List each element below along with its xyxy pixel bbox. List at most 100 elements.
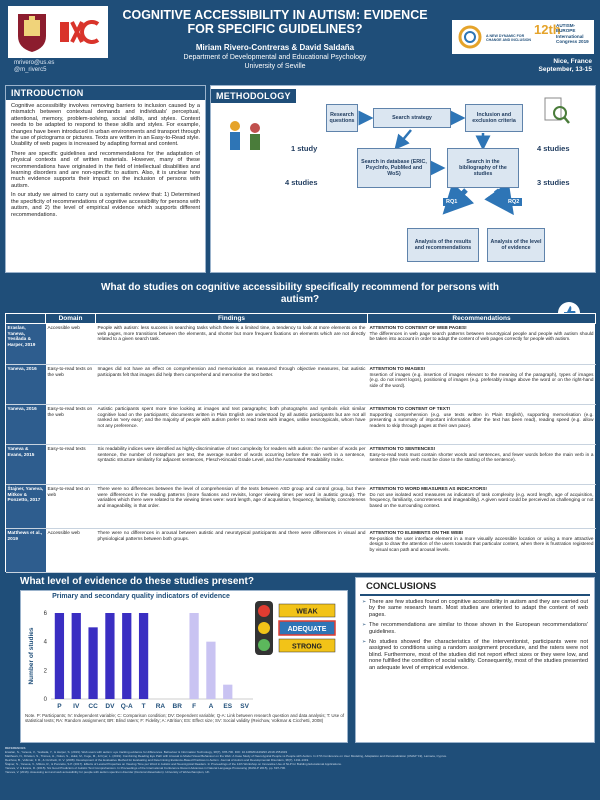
congress-name: AUTISM-EUROPE International Congress 201… [556,23,589,45]
recommendation-text: Insertion of images (e.g. insertion of i… [369,371,594,388]
domain-cell: Easy-to-read texts on the web [45,404,96,445]
rq1-label: RQ1 [443,198,461,206]
bar [54,613,65,699]
domain-cell: Easy-to-read texts [45,444,96,485]
congress-edition: 12th [534,22,561,37]
column-header [5,313,46,324]
study-cell: Yaneva, 2016 [5,364,46,405]
x-tick-label: ES [223,703,232,710]
conclusions-title: CONCLUSIONS [360,578,590,596]
x-tick-label: A [209,703,214,710]
intro-paragraph: In our study we aimed to carry out a sys… [11,192,200,218]
table-row: Yaneva, 2016 Easy-to-read texts on the w… [5,364,596,405]
count-three-studies: 3 studies [537,178,570,187]
y-axis-label: Number of studies [28,627,35,684]
x-tick-label: BR [173,703,183,710]
research-group-logo-icon [60,20,100,44]
methodology-title: METHODOLOGY [211,89,296,103]
poster-header: mrivero@us.es @m_riverc5 COGNITIVE ACCES… [0,0,600,82]
findings-cell: Six readability indices were identified … [95,444,368,485]
reference-line: Yaneva, V. (2016). Assessing text and we… [5,770,211,774]
y-tick-label: 6 [44,611,48,617]
table-row: Eraslan, Yaneva, Yesilada & Harper, 2019… [5,323,596,365]
intro-paragraph: There are specific guidelines and recomm… [11,150,200,189]
recommendation-cell: ATTENTION TO CONTENT OF WEB PAGES!The di… [367,323,596,365]
reference-line: Reichow, B., Volkmar, F. R., & Cicchetti… [5,758,309,762]
people-illustration-icon [230,121,260,150]
poster-authors: Miriam Rivero-Contreras & David Saldaña [195,43,355,52]
study-cell: Eraslan, Yaneva, Yesilada & Harper, 2019 [5,323,46,365]
evidence-level-traffic-light: WEAK ADEQUATE STRONG [255,601,336,655]
intro-paragraph: Cognitive accessibility involves removin… [11,103,200,148]
level-weak: WEAK [296,609,317,616]
x-tick-label: SV [240,703,249,710]
criteria-box: Inclusion and exclusion criteria [465,104,523,132]
reference-line: Štajner, S., Yaneva, V., Mitkov, R., & P… [5,762,342,766]
bar [206,641,216,699]
recommendation-text: The differences in web page search patte… [369,330,594,342]
table-row: Štajner, Yaneva, Mitkov & Ponzetto, 2017… [5,484,596,529]
conference-location: Nice, France [553,58,592,65]
database-search-box: Search in database (ERIC, PsycInfo, PubM… [357,148,431,188]
logo-area [8,6,108,58]
bibliography-search-box: Search in the bibliography of the studie… [447,148,519,188]
x-tick-label: T [142,703,146,710]
congress-tagline: A NEW DYNAMIC FOR CHANGE AND INCLUSION [486,34,531,42]
affiliation: Department of Developmental and Educatio… [110,54,440,71]
recommendation-title: ATTENTION TO ELEMENTS ON THE WEB! [369,530,464,535]
recommendation-cell: ATTENTION TO WORD MEASURES AS INDICATORS… [367,484,596,529]
conclusions-list: There are few studies found on cognitive… [356,596,594,678]
chart-title: Primary and secondary quality indicators… [52,593,230,600]
contact-info: mrivero@us.es @m_riverc5 [14,60,54,74]
domain-cell: Easy-to-read texts on the web [45,364,96,405]
bar [189,613,199,699]
recommendation-cell: ATTENTION TO IMAGES!Insertion of images … [367,364,596,405]
x-tick-label: RA [156,703,166,710]
y-tick-label: 2 [44,668,48,674]
contact-handle: @m_riverc5 [14,67,47,73]
recommendation-text: Supporting comprehension (e.g. use texts… [369,411,594,428]
findings-cell: Images did not have an effect on compreh… [95,364,368,405]
y-tick-label: 4 [44,640,48,646]
contact-email: mrivero@us.es [14,60,55,66]
references-heading: REFERENCES [5,746,26,750]
column-header: Findings [95,313,368,324]
conclusions-panel: CONCLUSIONS There are few studies found … [355,577,595,743]
recommendation-text: Easy-to-read texts must contain shorter … [369,451,594,463]
level-adequate: ADEQUATE [288,626,327,633]
bar [105,613,115,699]
x-tick-label: F [192,703,196,710]
recommendation-title: ATTENTION TO IMAGES! [369,366,426,371]
findings-cell: There were no differences between the le… [95,484,368,529]
university-seal-icon [18,14,46,52]
table-row: Yaneva, 2016 Easy-to-read texts on the w… [5,404,596,445]
study-cell: Yaneva, 2016 [5,404,46,445]
list-item: No studies showed the characteristics of… [362,639,588,671]
recommendation-cell: ATTENTION TO CONTENT OF TEXT!Supporting … [367,404,596,445]
recommendation-cell: ATTENTION TO ELEMENTS ON THE WEB!Re-posi… [367,528,596,573]
findings-table: Domain Findings Recommendations Eraslan,… [5,313,596,573]
bar [223,684,233,699]
evidence-chart-panel: Primary and secondary quality indicators… [20,590,348,743]
x-tick-label: IV [73,703,80,710]
count-one-study: 1 study [291,144,318,153]
introduction-title: INTRODUCTION [6,86,205,100]
recommendation-cell: ATTENTION TO SENTENCES!Easy-to-read text… [367,444,596,485]
analysis-results-box: Analysis of the results and recommendati… [407,228,479,262]
domain-cell: Easy-to-read text on web [45,484,96,529]
methodology-panel: METHODOLOGY Research questions Search st… [210,85,596,273]
introduction-body: Cognitive accessibility involves removin… [6,100,205,224]
findings-cell: People with autism: less success in sear… [95,323,368,365]
magnifier-document-icon [544,97,570,124]
bar [88,627,98,699]
references: REFERENCES Eraslan, S., Yaneva, V., Yesi… [5,746,595,798]
table-header-row: Domain Findings Recommendations [5,313,596,324]
study-cell: Štajner, Yaneva, Mitkov & Ponzetto, 2017 [5,484,46,529]
bar [122,613,132,699]
research-questions-box: Research questions [326,104,358,132]
recommendation-title: ATTENTION TO CONTENT OF TEXT! [369,406,451,411]
domain-cell: Accessible web [45,528,96,573]
recommendation-title: ATTENTION TO WORD MEASURES AS INDICATORS… [369,486,487,491]
search-strategy-box: Search strategy [373,108,451,128]
